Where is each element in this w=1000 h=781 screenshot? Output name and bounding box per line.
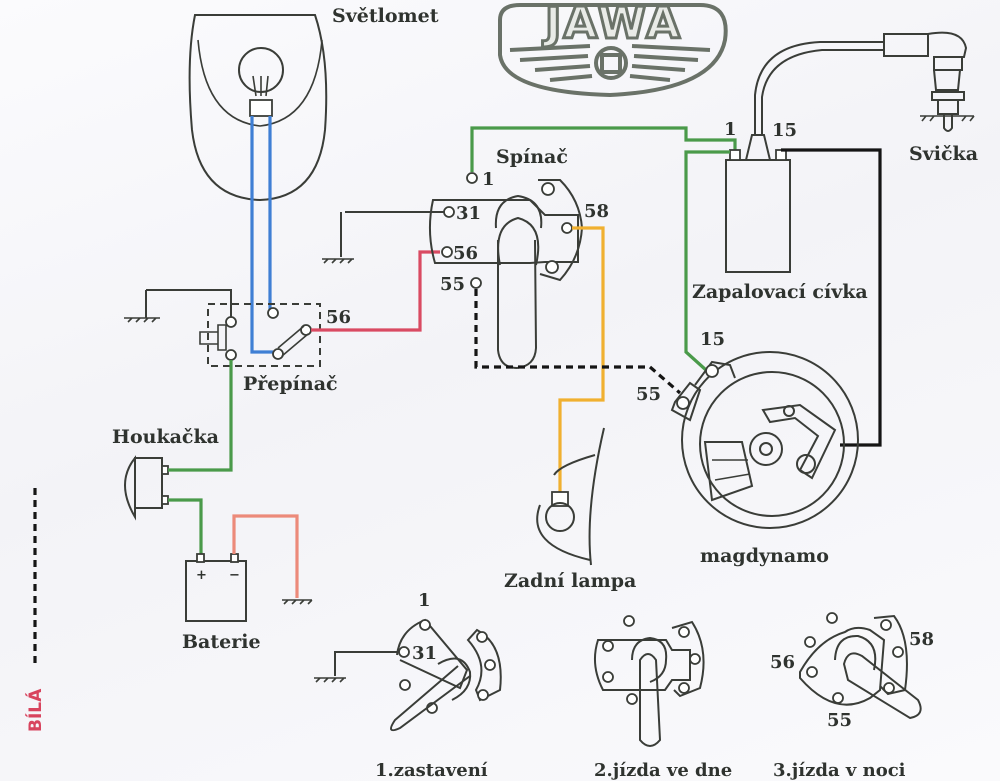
ground-icon [322,258,354,264]
wire-blue-1 [250,116,273,354]
position-1-terminal-1: 1 [418,590,431,611]
wire-green-coil [470,126,737,172]
horn [124,455,169,521]
selector-label: Přepínač [243,373,338,395]
tail-lamp-label: Zadní lampa [504,570,636,592]
battery: + − [185,553,247,622]
coil-label: Zapalovací cívka [692,281,868,303]
coil-terminal-1: 1 [724,119,737,140]
wire-red [311,250,440,332]
headlight [188,14,328,202]
position-2-label: 2.jízda ve dne [594,760,732,781]
position-3-terminal-55: 55 [827,710,852,731]
ignition-switch [322,172,584,370]
tail-bulb-icon [545,502,575,532]
battery-label: Baterie [182,631,261,653]
switch-terminal-55: 55 [440,274,465,295]
switch-terminal-56: 56 [453,243,478,264]
wire-green-horn [168,360,233,472]
wire-green-battery [168,498,203,556]
battery-minus: − [229,568,240,583]
legend-bila-label: BÍLÁ [24,688,46,732]
ground-icon [920,115,975,122]
switch-position-2 [593,615,705,747]
position-1-label: 1.zastavení [375,760,488,781]
jawa-logo-text: JAWA [542,0,682,49]
ignition-coil [725,41,885,273]
magdynamo-label: magdynamo [700,545,829,567]
horn-label: Houkačka [112,426,219,448]
spark-plug-label: Svička [909,143,978,165]
coil-terminal-15: 15 [772,120,797,141]
wire-black [781,148,882,447]
position-1-terminal-31: 31 [412,643,437,664]
ground-icon [314,677,346,683]
magdynamo-terminal-55: 55 [636,384,661,405]
spark-plug [883,31,975,132]
wire-green-magdynamo [684,150,730,372]
switch-terminal-1: 1 [482,169,495,190]
selector-terminal-56: 56 [326,307,351,328]
ground-icon [282,599,313,605]
switch-position-3 [799,612,922,720]
wire-salmon [232,514,299,598]
magdynamo [670,351,859,529]
headlight-label: Světlomet [332,5,439,27]
switch-position-1 [314,618,502,732]
magdynamo-terminal-15: 15 [700,329,725,350]
position-3-terminal-56: 56 [770,652,795,673]
switch-label: Spínač [496,146,568,168]
position-3-label: 3.jízda v noci [773,760,906,781]
tail-lamp [536,427,605,566]
wire-dashed-55 [474,289,682,395]
switch-terminal-31: 31 [456,203,481,224]
position-3-terminal-58: 58 [909,629,934,650]
ground-icon [124,317,160,323]
jawa-logo: JAWA [498,0,728,98]
selector-switch [124,289,321,367]
battery-plus: + [196,568,207,583]
switch-terminal-58: 58 [584,201,609,222]
wire-orange [558,226,605,492]
